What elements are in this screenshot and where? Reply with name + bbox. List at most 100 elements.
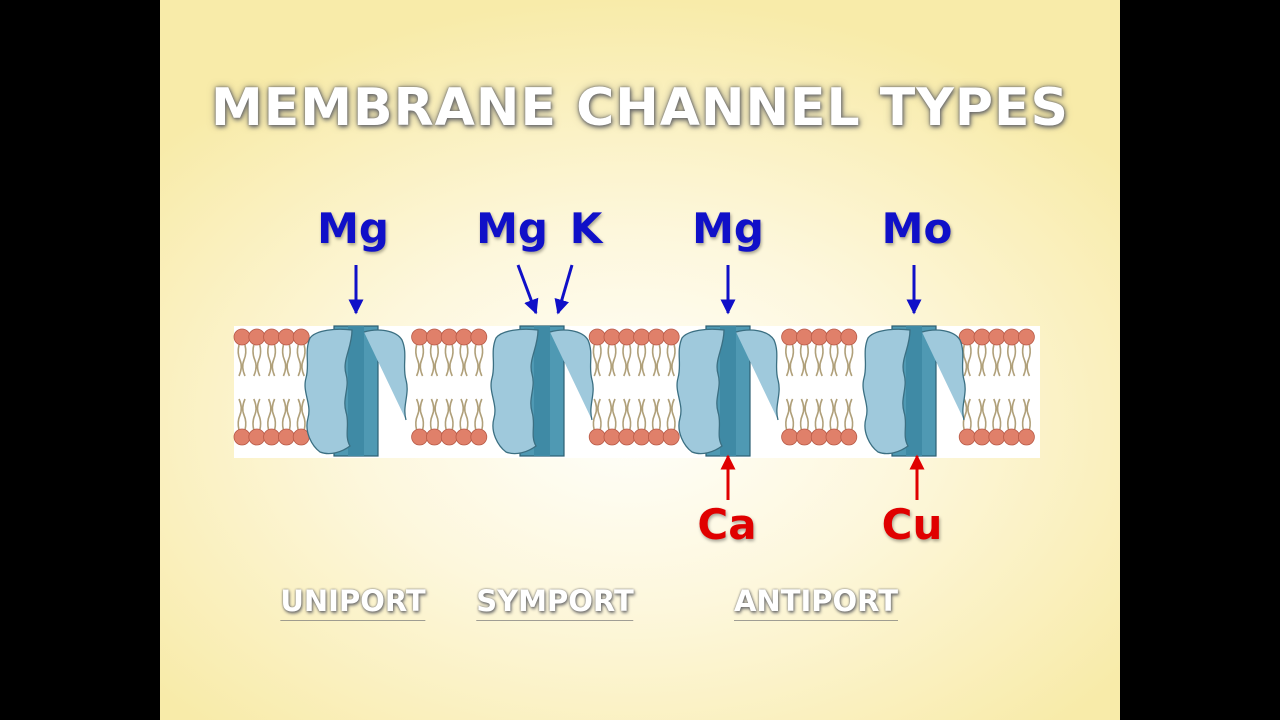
lipid-tail [799,398,809,431]
lipid-tail [252,344,262,377]
lipid-tail [1021,398,1031,431]
ion-k-symport: K [569,204,603,253]
pore-shadow [534,326,550,456]
lipid-heads [233,328,1035,446]
lipid-head [588,428,606,446]
lipid-tail [666,344,676,377]
lipid-head [810,428,828,446]
lipid-tail [814,398,824,431]
label-uniport: UNIPORT [280,584,426,621]
ion-mg-antiport: Mg [692,204,764,253]
lipid-tail [237,398,247,431]
lipid-head [411,328,429,346]
lipid-tail [785,398,795,431]
lipid-head [425,428,443,446]
channel-protein [304,325,408,457]
lipid-head [810,328,828,346]
lipid-tail [252,398,262,431]
lipid-head [1003,428,1020,446]
lipid-head [263,428,280,446]
label-antiport: ANTIPORT [733,584,899,621]
lipid-tail [844,344,854,377]
lipid-tail [637,398,647,431]
lipid-tail [651,344,661,377]
channel-protein [490,325,594,457]
pore-shadow [720,326,736,456]
lipid-head [263,328,280,346]
lipid-tail [977,398,987,431]
lipid-tail [622,398,632,431]
lipid-head [633,428,651,446]
lipid-tail [829,344,839,377]
ion-ca-antiport: Ca [697,500,757,549]
lipid-head [647,428,665,446]
lipid-head [840,328,858,346]
channel-left-subunit [490,328,539,455]
pore-shadow [906,326,922,456]
lipid-tail [992,398,1002,431]
lipid-head [973,328,991,346]
channel-protein [676,325,780,457]
left-letterbox [0,0,160,720]
label-symport: SYMPORT [476,584,634,621]
lipid-head [455,428,473,446]
lipid-tail [799,344,809,377]
lipid-tail [785,344,795,377]
lipid-tail [444,398,454,431]
lipid-tail [237,344,247,377]
lipid-head [840,428,858,446]
lipid-head [603,328,621,346]
lipid-tail [267,344,277,377]
flow-arrows [348,264,925,500]
channel-right-subunit [363,329,408,421]
lipid-head [233,328,251,346]
lipid-head [292,428,310,446]
lipid-tail [829,398,839,431]
membrane-diagram [233,264,1040,500]
lipid-head [411,428,429,446]
lipid-tail [474,398,484,431]
slide: MEMBRANE CHANNEL TYPES Mg Mg K Mg Mo Ca … [160,0,1120,720]
lipid-tail [637,344,647,377]
channel-right-subunit [549,329,594,421]
lipid-head [1003,328,1020,346]
lipid-tail [962,344,972,377]
channel-proteins [304,325,966,457]
lipid-tail [607,398,617,431]
lipid-tail [1007,344,1017,377]
lipid-head [1018,328,1035,346]
lipid-head [988,328,1006,346]
lipid-head [662,328,680,346]
lipid-tail [281,398,291,431]
lipid-tail [607,344,617,377]
lipid-tail [1021,344,1031,377]
lipid-head [781,428,798,446]
arrow-in-symport-k [554,264,574,315]
lipid-tail [415,344,425,377]
lipid-head [633,328,651,346]
lipid-head [248,428,266,446]
lipid-tail [651,398,661,431]
lipid-head [796,328,813,346]
lipid-tail [459,398,469,431]
lipid-tail [296,398,306,431]
ion-mo-antiport: Mo [881,204,953,253]
lipid-tail [962,398,972,431]
lipid-tail [444,344,454,377]
lipid-tails [237,344,1031,431]
lipid-tail [622,344,632,377]
lipid-head [588,328,606,346]
channel-right-subunit [921,329,966,421]
lipid-head [781,328,798,346]
lipid-tail [1007,398,1017,431]
channel-left-subunit [862,328,911,455]
arrow-in-symport-mg [516,264,539,315]
channel-left-subunit [676,328,725,455]
lipid-head [618,428,636,446]
lipid-head [248,328,266,346]
lipid-head [973,428,991,446]
lipid-tail [429,398,439,431]
lipid-tail [281,344,291,377]
lipid-head [440,428,458,446]
lipid-head [825,428,843,446]
